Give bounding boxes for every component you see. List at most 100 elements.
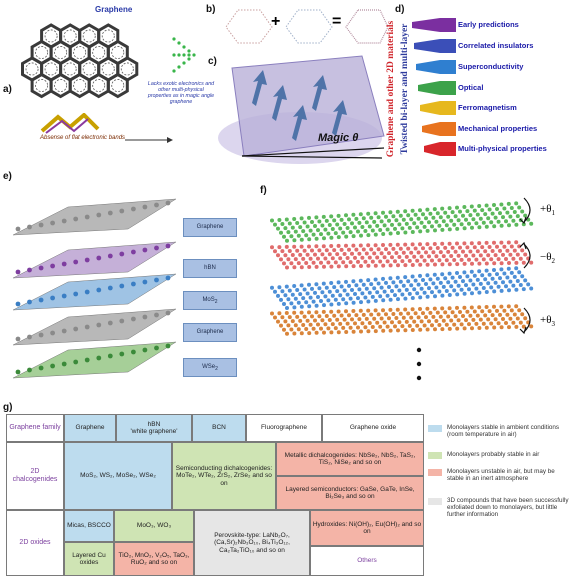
lattice-atom (347, 283, 351, 288)
lattice-atom (378, 294, 383, 299)
hexagon-ring (87, 72, 110, 99)
atom (27, 299, 32, 305)
lattice-atom (375, 290, 380, 295)
lattice-atom (388, 263, 393, 268)
atom (165, 310, 171, 316)
lattice-atom (373, 329, 378, 334)
lattice-atom (415, 291, 420, 296)
lattice-atom (353, 255, 357, 260)
lattice-atom (385, 227, 390, 232)
lattice-atom (396, 263, 400, 268)
lattice-atom (299, 310, 304, 315)
lattice-atom (304, 300, 309, 305)
lattice-atom (489, 321, 494, 326)
lattice-atom (292, 310, 297, 315)
lattice-atom (430, 323, 434, 328)
atom (154, 245, 159, 251)
atom (119, 251, 125, 257)
cell-moo3: MoO₃, WO₃ (114, 510, 194, 542)
lattice-atom (437, 258, 442, 263)
lattice-atom (430, 224, 434, 229)
lattice-atom (341, 325, 346, 330)
lattice-atom (395, 307, 400, 312)
lattice-atom (447, 241, 452, 246)
lattice-atom (320, 318, 325, 323)
lattice-atom (523, 278, 528, 283)
lattice-atom (472, 245, 477, 250)
lattice-atom (396, 231, 400, 235)
row-header-chalcogenides: 2D chalcogenides (6, 442, 64, 510)
property-label: Optical (458, 83, 484, 92)
lattice-atom (385, 259, 390, 264)
lattice-atom (455, 262, 460, 267)
lattice-atom (364, 220, 369, 225)
lattice-atom (437, 223, 442, 228)
lattice-atom (406, 246, 411, 251)
lattice-atom (372, 286, 377, 291)
lattice-atom (413, 212, 418, 217)
lattice-atom (351, 234, 356, 239)
lattice-atom (363, 259, 368, 264)
legend-item-unstable: Monolayers unstable in air, but may be s… (428, 468, 573, 493)
lattice-atom (424, 315, 428, 320)
lattice-atom (283, 226, 288, 231)
lattice-atom (327, 289, 332, 294)
lattice-atom (327, 252, 332, 257)
lattice-atom (499, 267, 504, 272)
lattice-atom (404, 221, 409, 226)
lattice-atom (428, 211, 433, 216)
lattice-atom (344, 234, 349, 239)
lattice-atom (338, 293, 343, 298)
lattice-atom (434, 219, 439, 224)
lattice-atom (506, 266, 511, 271)
lattice-atom (470, 225, 474, 230)
lattice-atom (342, 288, 347, 293)
pi-ring (92, 46, 106, 59)
lattice-atom (313, 224, 317, 228)
lattice-atom (348, 230, 353, 235)
lattice-atom (444, 322, 449, 327)
pi-ring (54, 46, 68, 59)
lattice-atom (353, 321, 357, 326)
atom (119, 318, 125, 324)
lattice-atom (492, 261, 497, 266)
lattice-atom (492, 203, 496, 207)
vertical-title-1: Graphene and other 2D materials (386, 20, 396, 158)
lattice-atom (489, 285, 494, 290)
lattice-atom (493, 215, 498, 220)
lattice-atom (422, 224, 427, 229)
lattice-atom (521, 324, 526, 329)
panel-label-c: c) (208, 56, 217, 67)
lattice-atom (469, 269, 474, 274)
lattice-atom (526, 282, 531, 287)
lattice-atom (492, 325, 497, 330)
lattice-atom (501, 215, 505, 220)
atom (27, 367, 32, 373)
lattice-atom (490, 211, 495, 216)
lattice-atom (285, 265, 289, 270)
lattice-atom (484, 240, 489, 245)
lattice-atom (440, 272, 445, 277)
lattice-atom (347, 313, 351, 318)
lattice-atom (373, 298, 378, 303)
lattice-atom (453, 279, 458, 284)
lattice-atom (336, 301, 341, 306)
lattice-atom (301, 256, 306, 261)
lattice-atom (366, 329, 371, 334)
lattice-atom (440, 327, 445, 332)
hexagon-ring (49, 72, 72, 99)
lattice-atom (410, 296, 415, 300)
lattice-atom (351, 243, 356, 248)
lattice-atom (438, 314, 443, 319)
lattice-atom (361, 282, 366, 287)
atom (15, 226, 21, 232)
atom (142, 204, 148, 210)
lattice-atom (301, 229, 306, 234)
lattice-atom (447, 306, 452, 311)
lattice-atom (418, 273, 422, 278)
lattice-atom (413, 246, 418, 251)
lattice-atom (276, 253, 280, 258)
lattice-atom (367, 321, 372, 325)
lattice-atom (373, 243, 378, 248)
lattice-atom (455, 271, 459, 275)
